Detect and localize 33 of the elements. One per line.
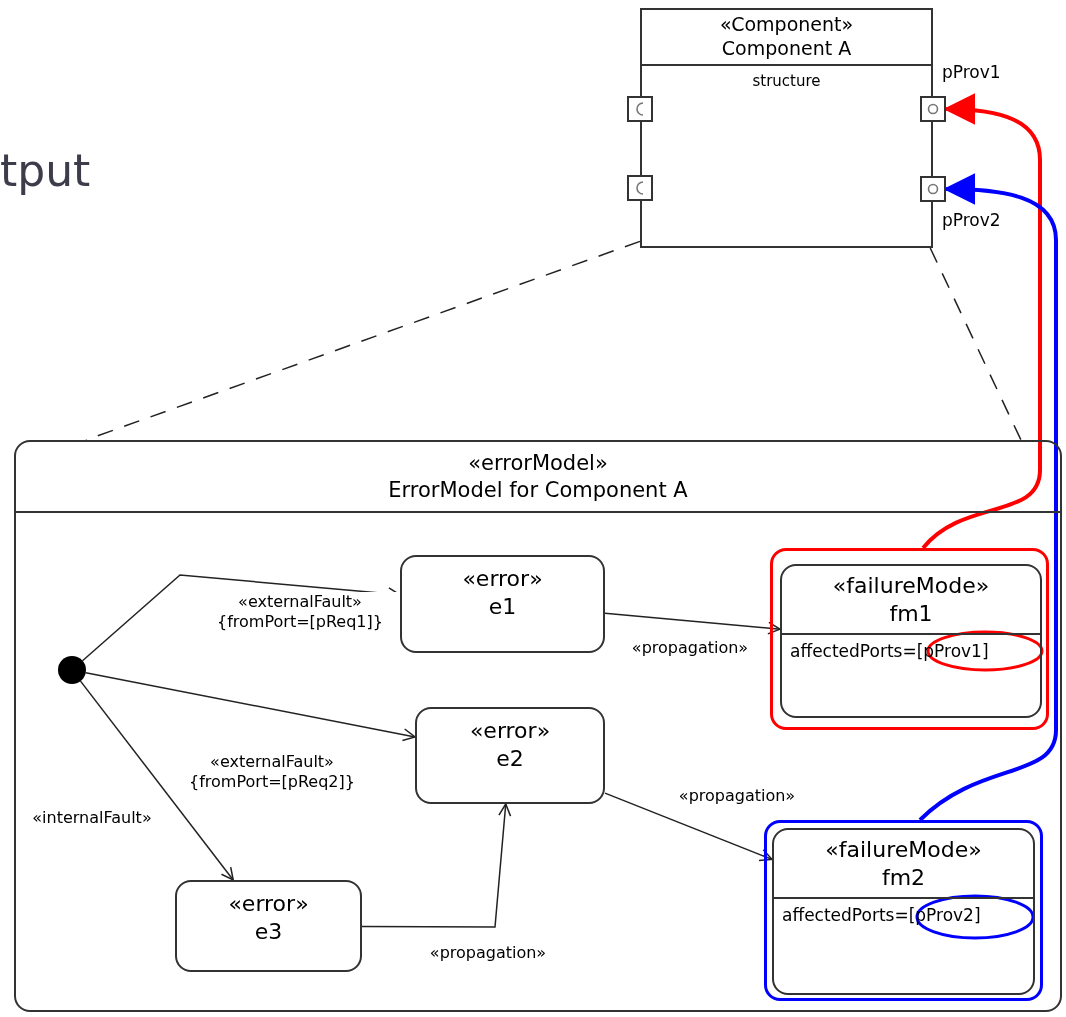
error-state [415,707,605,804]
compartment-label: structure [752,71,821,92]
dashed-zoom-line [929,247,1022,441]
port-label: pProv2 [942,209,1001,232]
highlight-frame [770,548,1049,730]
state-name: e3 [254,917,283,945]
failure-mode-name: fm2 [881,863,926,891]
state-name: e1 [488,592,517,620]
model-name: ErrorModel for Component A [388,476,688,503]
transition-arrow [85,671,416,742]
failure-mode-name: fm1 [889,599,933,627]
slide-title-fragment: tput [0,144,91,198]
curved-arrow [921,93,1042,550]
state-name: e2 [496,744,524,772]
component-name: Component A [721,37,852,61]
stereotype-label: «failureMode» [832,572,990,600]
stereotype-label: «failureMode» [825,836,982,864]
curved-arrow [918,173,1058,822]
stereotype-label: «error» [228,890,309,918]
failure-mode-box [780,564,1042,718]
stereotype-label: «Component» [719,13,854,37]
transition-arrow [604,612,781,635]
transition-arrow [361,803,512,928]
error-state [400,555,605,653]
port-box [627,96,653,122]
stereotype-label: «error» [469,717,551,745]
transition-arrow [79,680,234,881]
error-state [175,880,362,972]
port-box [627,175,653,201]
transition-arrow [604,792,773,862]
stereotype-label: «error» [462,565,543,593]
stereotype-label: «errorModel» [468,450,608,477]
port-label: pProv1 [942,61,1001,84]
